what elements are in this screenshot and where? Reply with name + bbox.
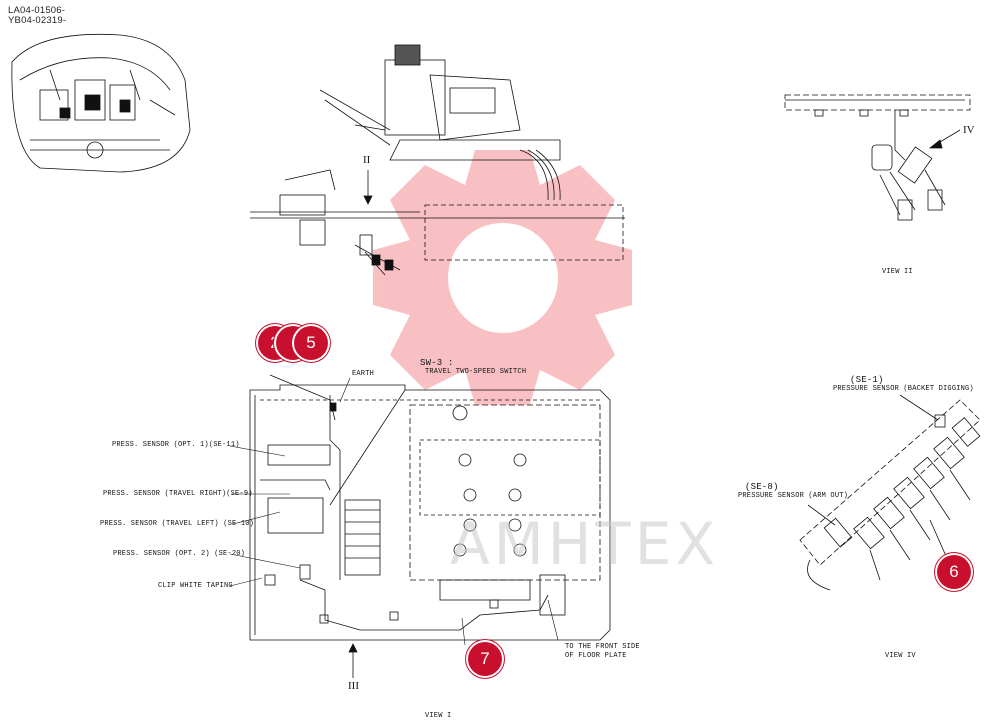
label-se8-code: (SE-8) bbox=[745, 482, 779, 492]
label-se1-desc: PRESSURE SENSOR (BACKET DIGGING) bbox=[833, 385, 974, 393]
view-arrow-3 bbox=[348, 643, 358, 678]
catalog-code-1: LA04-01506- bbox=[8, 5, 66, 16]
view-arrow-4 bbox=[928, 129, 961, 149]
view-2-drawing bbox=[784, 94, 971, 221]
label-sw3: SW-3 : bbox=[420, 358, 454, 368]
arrow-label-2: II bbox=[363, 154, 371, 166]
label-se10: PRESS. SENSOR (TRAVEL LEFT) (SE-10) bbox=[100, 520, 255, 528]
label-view-1: VIEW I bbox=[425, 712, 452, 720]
watermark-gear-icon bbox=[373, 150, 632, 405]
arrow-label-4: IV bbox=[963, 124, 975, 136]
arrow-label-3: III bbox=[348, 680, 359, 692]
label-earth: EARTH bbox=[352, 370, 375, 378]
machine-overview bbox=[11, 33, 191, 173]
label-se20: PRESS. SENSOR (OPT. 2) (SE-20) bbox=[113, 550, 246, 558]
label-view-2: VIEW II bbox=[882, 268, 913, 276]
view-4-drawing bbox=[799, 394, 981, 591]
callout-5[interactable]: 5 bbox=[294, 326, 328, 360]
floor-plate-view bbox=[249, 374, 611, 641]
callout-6[interactable]: 6 bbox=[937, 555, 971, 589]
leader-lines bbox=[229, 377, 559, 646]
label-clip: CLIP WHITE TAPING bbox=[158, 582, 233, 590]
watermark-text: AMHTEX bbox=[450, 510, 720, 578]
label-front-2: OF FLOOR PLATE bbox=[565, 652, 627, 660]
view-arrow-2 bbox=[363, 170, 373, 205]
label-view-4: VIEW IV bbox=[885, 652, 916, 660]
label-sw3-desc: TRAVEL TWO-SPEED SWITCH bbox=[425, 368, 527, 376]
label-se8-desc: PRESSURE SENSOR (ARM OUT) bbox=[738, 492, 849, 500]
top-control-view bbox=[250, 44, 625, 276]
label-front-1: TO THE FRONT SIDE bbox=[565, 643, 640, 651]
label-se1-code: (SE-1) bbox=[850, 375, 884, 385]
catalog-code-2: YB04-02319- bbox=[8, 15, 67, 26]
callout-7[interactable]: 7 bbox=[468, 642, 502, 676]
label-se9: PRESS. SENSOR (TRAVEL RIGHT)(SE-9) bbox=[103, 490, 253, 498]
label-se11: PRESS. SENSOR (OPT. 1)(SE-11) bbox=[112, 441, 240, 449]
